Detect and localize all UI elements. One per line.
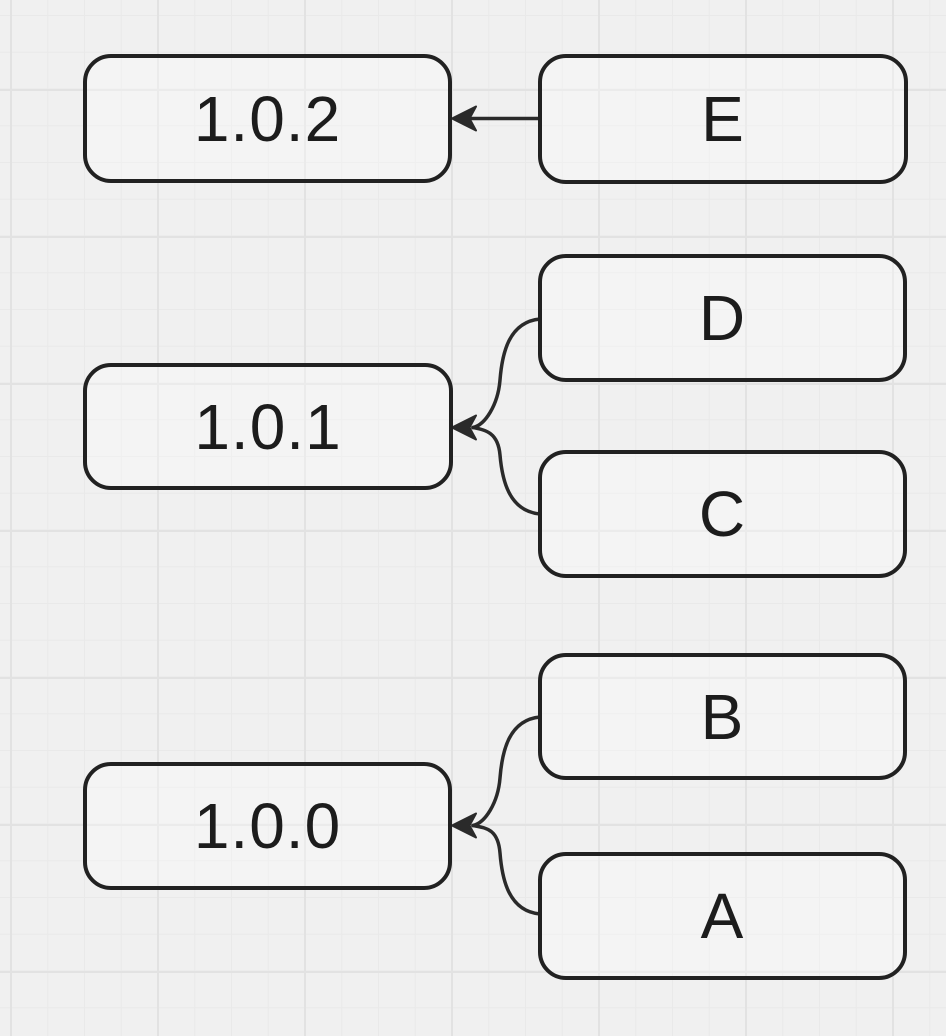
node-item-a[interactable]: A bbox=[538, 852, 907, 980]
node-version-1-0-2-label: 1.0.2 bbox=[193, 82, 342, 155]
node-item-b-label: B bbox=[700, 680, 745, 753]
node-item-e[interactable]: E bbox=[538, 54, 908, 184]
node-version-1-0-1-label: 1.0.1 bbox=[194, 390, 342, 463]
node-version-1-0-0[interactable]: 1.0.0 bbox=[83, 762, 452, 890]
node-version-1-0-1[interactable]: 1.0.1 bbox=[83, 363, 453, 490]
node-item-e-label: E bbox=[701, 83, 745, 155]
edge-b-to-1-0-0[interactable] bbox=[471, 715, 542, 828]
node-item-d[interactable]: D bbox=[538, 254, 907, 382]
node-item-c-label: C bbox=[698, 478, 747, 550]
node-item-d-label: D bbox=[698, 282, 747, 354]
node-version-1-0-2[interactable]: 1.0.2 bbox=[83, 54, 452, 183]
edge-c-to-1-0-1[interactable] bbox=[471, 425, 542, 516]
node-item-c[interactable]: C bbox=[538, 450, 907, 578]
edge-a-to-1-0-0[interactable] bbox=[471, 823, 542, 916]
edge-d-to-1-0-1[interactable] bbox=[471, 317, 542, 430]
node-item-a-label: A bbox=[700, 880, 745, 952]
node-version-1-0-0-label: 1.0.0 bbox=[193, 790, 342, 862]
node-item-b[interactable]: B bbox=[538, 653, 907, 780]
